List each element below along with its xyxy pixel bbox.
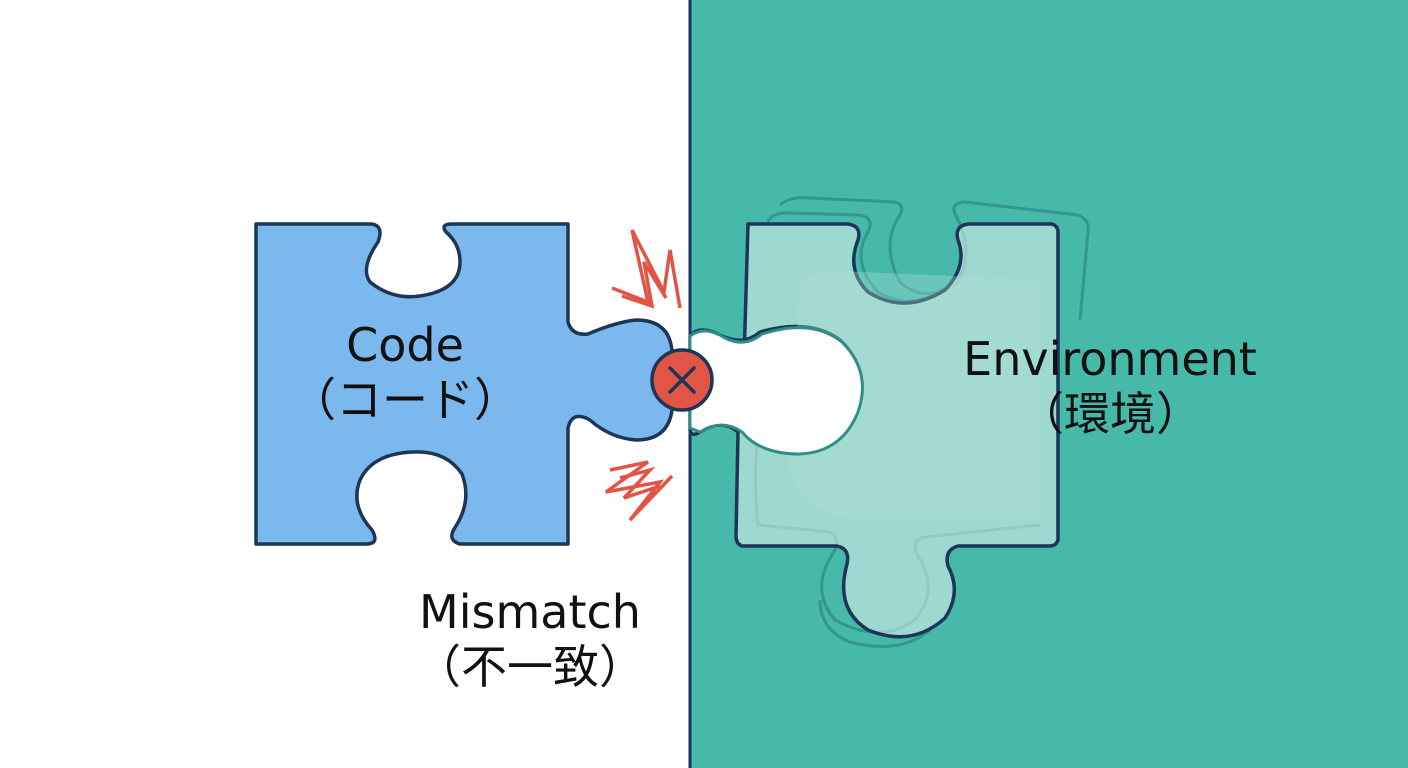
spark-top — [611, 229, 682, 309]
code-subtitle: （コード） — [290, 373, 520, 428]
code-title: Code — [346, 318, 464, 372]
spark-bottom — [604, 460, 674, 522]
spark-bottom-inner — [619, 466, 661, 500]
mismatch-subtitle: （不一致） — [415, 640, 645, 695]
jagged-spark-icon — [604, 229, 682, 522]
mismatch-label: Mismatch （不一致） — [395, 585, 665, 695]
mismatch-title: Mismatch — [419, 585, 641, 639]
environment-socket — [688, 326, 864, 456]
spark-top-inner — [621, 261, 668, 309]
environment-subtitle: （環境） — [1018, 387, 1202, 442]
environment-label: Environment （環境） — [940, 332, 1280, 442]
code-label: Code （コード） — [270, 318, 540, 428]
environment-piece-highlight — [790, 271, 1040, 520]
environment-title: Environment — [963, 332, 1257, 386]
x-circle-icon — [650, 348, 714, 412]
